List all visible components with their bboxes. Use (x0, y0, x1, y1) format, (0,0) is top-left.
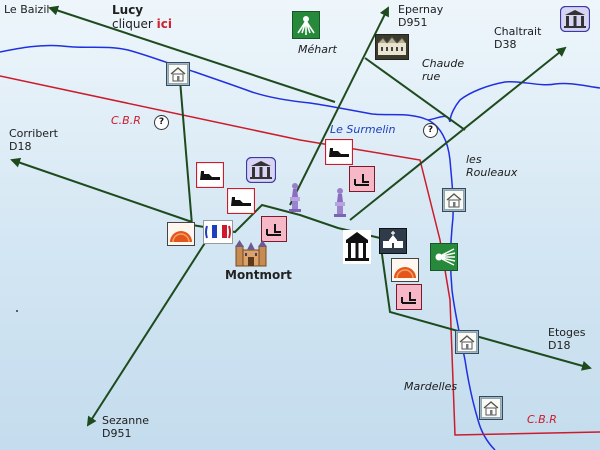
monument-icon[interactable] (332, 186, 348, 218)
boundary-line-cbr-north (0, 75, 600, 436)
road-to-lucy (179, 79, 193, 226)
label-epernay: Epernay D951 (398, 3, 444, 29)
bridge-icon[interactable] (195, 161, 225, 189)
windmill-icon[interactable] (292, 11, 320, 39)
label-etoges: Etoges D18 (548, 326, 586, 352)
chateau-icon[interactable] (375, 34, 409, 60)
label-le-surmelin: Le Surmelin (330, 123, 396, 136)
label-chaltrait: Chaltrait D38 (494, 25, 542, 51)
sluice-icon[interactable] (349, 166, 375, 192)
house-icon[interactable] (166, 62, 190, 86)
sluice-icon[interactable] (396, 284, 422, 310)
road-to-etoges (379, 239, 592, 371)
bridge-icon[interactable] (226, 187, 256, 215)
castle-montmort-icon[interactable] (235, 238, 267, 268)
sluice-icon[interactable] (261, 216, 287, 242)
house-icon[interactable] (455, 330, 479, 354)
label-montmort: Montmort (225, 268, 292, 282)
road-to-sezanne (86, 234, 211, 427)
road-to-epernay (289, 6, 389, 206)
lucy-link[interactable]: Lucy cliquer ici (112, 3, 172, 31)
bridge-icon[interactable] (324, 138, 354, 166)
brick-kiln-icon[interactable] (391, 258, 419, 282)
road-to-chaltrait (349, 46, 567, 221)
church-icon[interactable] (379, 228, 407, 254)
label-les-rouleaux: les Rouleaux (466, 153, 518, 179)
label-cbr-left: C.B.R (111, 114, 141, 127)
lavoir-icon[interactable] (559, 5, 591, 33)
house-icon[interactable] (479, 396, 503, 420)
windmill-icon[interactable] (430, 243, 458, 271)
label-cliquer: cliquer (112, 17, 157, 31)
lavoir-icon[interactable] (245, 156, 277, 184)
label-sezanne: Sezanne D951 (102, 414, 149, 440)
road-to-corribert (10, 157, 193, 223)
house-icon[interactable] (442, 188, 466, 212)
tourist-info-icon[interactable] (203, 220, 233, 244)
road-to-le-baizil (48, 5, 336, 103)
brick-kiln-icon[interactable] (167, 222, 195, 246)
help-marker-surmelin[interactable]: ? (423, 123, 438, 138)
link-ici[interactable]: ici (156, 17, 172, 31)
monument-icon[interactable] (287, 181, 303, 213)
label-cbr-right: C.B.R (527, 413, 557, 426)
label-lucy: Lucy (112, 3, 144, 17)
road-network (10, 5, 592, 427)
label-chaude-rue: Chaude rue (422, 57, 465, 83)
memorial-icon[interactable] (343, 230, 371, 264)
road-to-chaude-rue (364, 57, 466, 131)
label-corribert: Corribert D18 (9, 127, 58, 153)
help-marker-cbr[interactable]: ? (154, 115, 169, 130)
map-dot (16, 310, 18, 312)
river-tributary-north (427, 80, 600, 123)
label-le-baizil: Le Baizil (4, 3, 50, 16)
label-mardelles: Mardelles (404, 380, 458, 393)
label-mehart: Méhart (298, 43, 337, 56)
